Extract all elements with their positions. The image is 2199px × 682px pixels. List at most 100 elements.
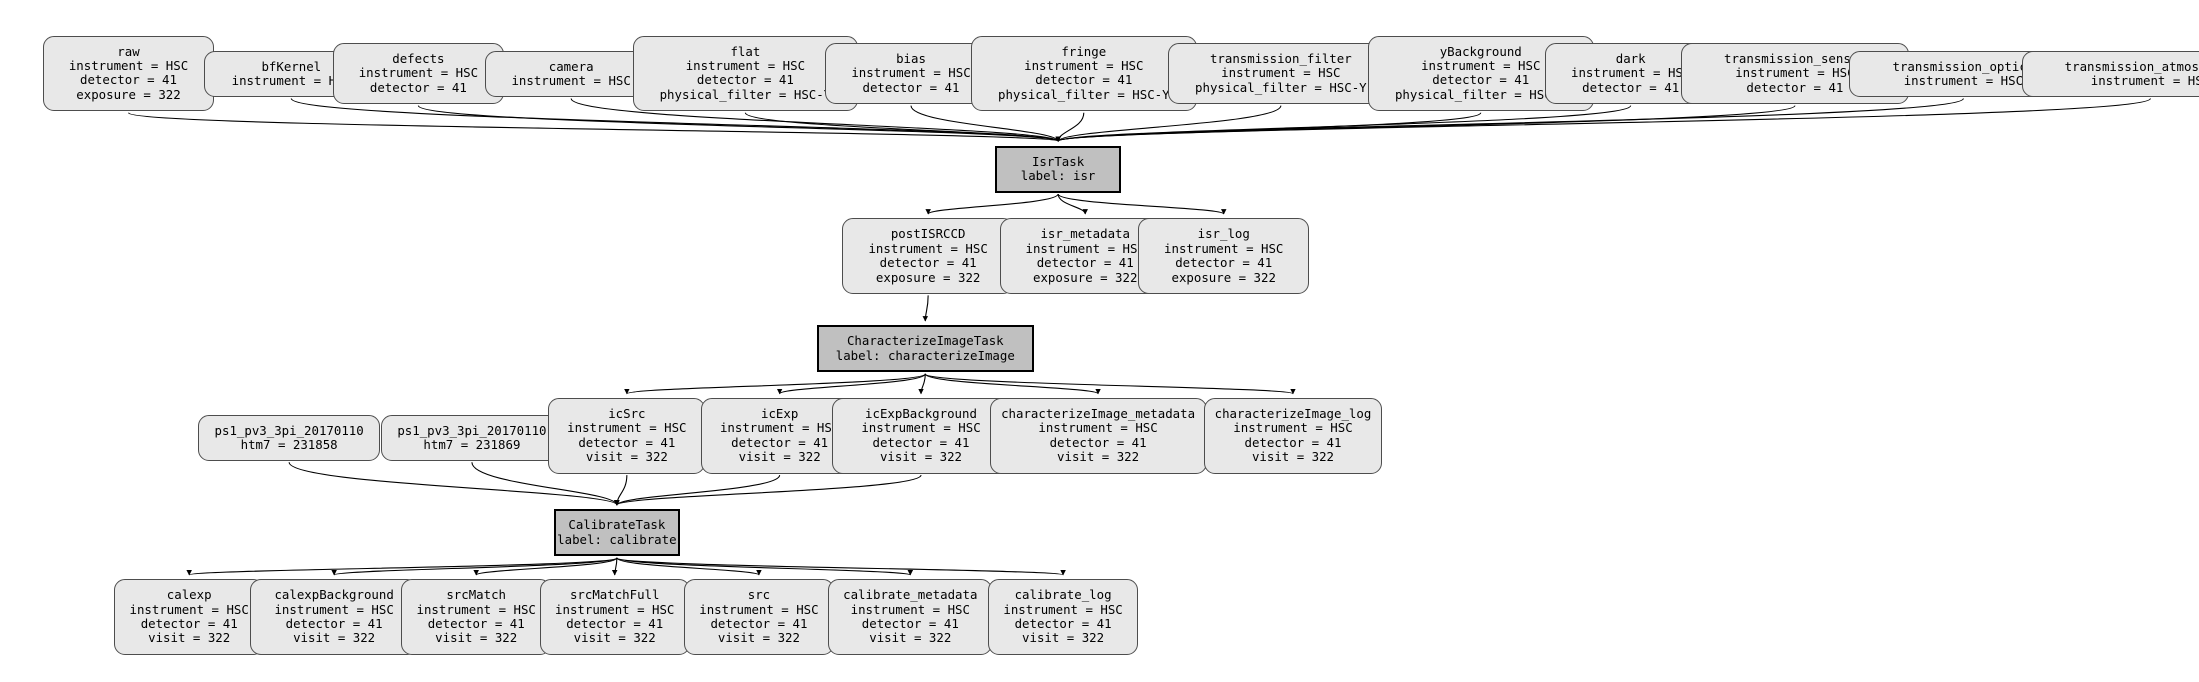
node-attr: exposure = 322 [875, 269, 981, 285]
node-attr: instrument = HSC [274, 601, 394, 617]
edge-IsrTask-to-isr_log [1058, 194, 1228, 215]
node-attr: visit = 322 [585, 449, 668, 465]
edges-group [129, 98, 2151, 576]
node-title: ps1_pv3_3pi_20170110 [214, 422, 364, 438]
node-attr: visit = 322 [1022, 630, 1105, 646]
edge-fringe-to-IsrTask [1054, 113, 1084, 143]
edge-transmission_atmosphere-to-IsrTask [1054, 98, 2150, 143]
node-title: raw [117, 43, 140, 59]
edge-CalibrateTask-to-calexp [185, 558, 617, 576]
node-title: isr_log [1197, 226, 1250, 242]
node-attr: instrument = HSC [1025, 240, 1145, 256]
node-attr: detector = 41 [427, 616, 525, 632]
node-attr: instrument = HSC [68, 58, 189, 74]
node-attr: instrument = HSC [1003, 601, 1123, 617]
node-title: bfKernel [261, 58, 322, 74]
node-attr: instrument = HSC [851, 65, 971, 81]
edge-postISRCCD-to-CharacterizeImageTask [921, 295, 930, 322]
edge-IsrTask-to-isr_metadata [1058, 194, 1090, 215]
node-attr: visit = 322 [573, 630, 656, 646]
node-attr: detector = 41 [1746, 79, 1844, 95]
node-title: characterizeImage_metadata [1001, 406, 1196, 422]
edge-yBackground-to-IsrTask [1054, 113, 1481, 143]
node-title: icSrc [608, 406, 646, 422]
node-attr: detector = 41 [80, 72, 177, 88]
node-attr: visit = 322 [717, 630, 800, 646]
edge-CalibrateTask-to-srcMatchFull [610, 558, 619, 576]
edge-CharacterizeImageTask-to-icSrc [623, 374, 925, 395]
node-attr: detector = 41 [1432, 72, 1530, 88]
node-attr: instrument = HSC [685, 58, 806, 74]
edge-icExpBackground-to-CalibrateTask [613, 475, 921, 506]
node-title: characterizeImage_log [1214, 406, 1372, 422]
node-title: calexpBackground [274, 587, 394, 603]
node-attr: label: isr [1020, 168, 1096, 184]
node-title: srcMatch [446, 587, 507, 603]
node-attr: exposure = 322 [1171, 269, 1276, 285]
edge-CharacterizeImageTask-to-icExp [775, 374, 926, 395]
node-attr: instrument = HSC [1024, 58, 1144, 74]
node-attr: instrument = HSC [1221, 65, 1341, 81]
node-attr: htm7 = 231858 [240, 437, 338, 453]
node-attr: instrument = HSC [358, 65, 479, 81]
node-attr: instrument = HSC [1903, 73, 2024, 89]
node-title: isr_metadata [1040, 226, 1130, 242]
node-title: calibrate_metadata [843, 587, 978, 603]
node-title: ps1_pv3_3pi_20170110 [397, 422, 547, 438]
edge-CharacterizeImageTask-to-characterizeImage_log [925, 374, 1297, 395]
node-attr: detector = 41 [285, 616, 383, 632]
node-attr: htm7 = 231869 [423, 437, 521, 453]
node-title: srcMatchFull [569, 587, 660, 603]
edge-icSrc-to-CalibrateTask [612, 475, 627, 506]
node-attr: detector = 41 [861, 616, 959, 632]
node-attr: detector = 41 [1582, 79, 1680, 95]
node-attr: detector = 41 [140, 616, 238, 632]
node-attr: instrument = HSC [861, 420, 981, 436]
node-title: fringe [1061, 43, 1107, 59]
dataset-node-transmission_atmosphere[interactable]: transmission_atmosphereinstrument = HSC [2021, 51, 2199, 98]
node-attr: visit = 322 [435, 630, 518, 646]
node-attr: instrument = HSC [1421, 58, 1541, 74]
node-attr: instrument = HSC [2090, 73, 2199, 89]
node-attr: instrument = HSC [555, 601, 675, 617]
edge-CalibrateTask-to-calexpBackground [330, 558, 617, 576]
node-attr: physical_filter = HSC-Y [1394, 86, 1567, 102]
node-attr: instrument = HSC [1735, 65, 1855, 81]
node-title: calibrate_log [1014, 587, 1112, 603]
node-title: transmission_sensor [1724, 50, 1866, 66]
node-attr: detector = 41 [731, 434, 829, 450]
edge-flat-to-IsrTask [745, 113, 1062, 143]
node-attr: physical_filter = HSC-Y [659, 86, 832, 102]
node-attr: visit = 322 [293, 630, 376, 646]
edge-CalibrateTask-to-srcMatch [472, 558, 617, 576]
node-title: src [747, 587, 771, 603]
node-title: transmission_optics [1892, 58, 2035, 74]
node-attr: instrument = HSC [868, 240, 988, 256]
